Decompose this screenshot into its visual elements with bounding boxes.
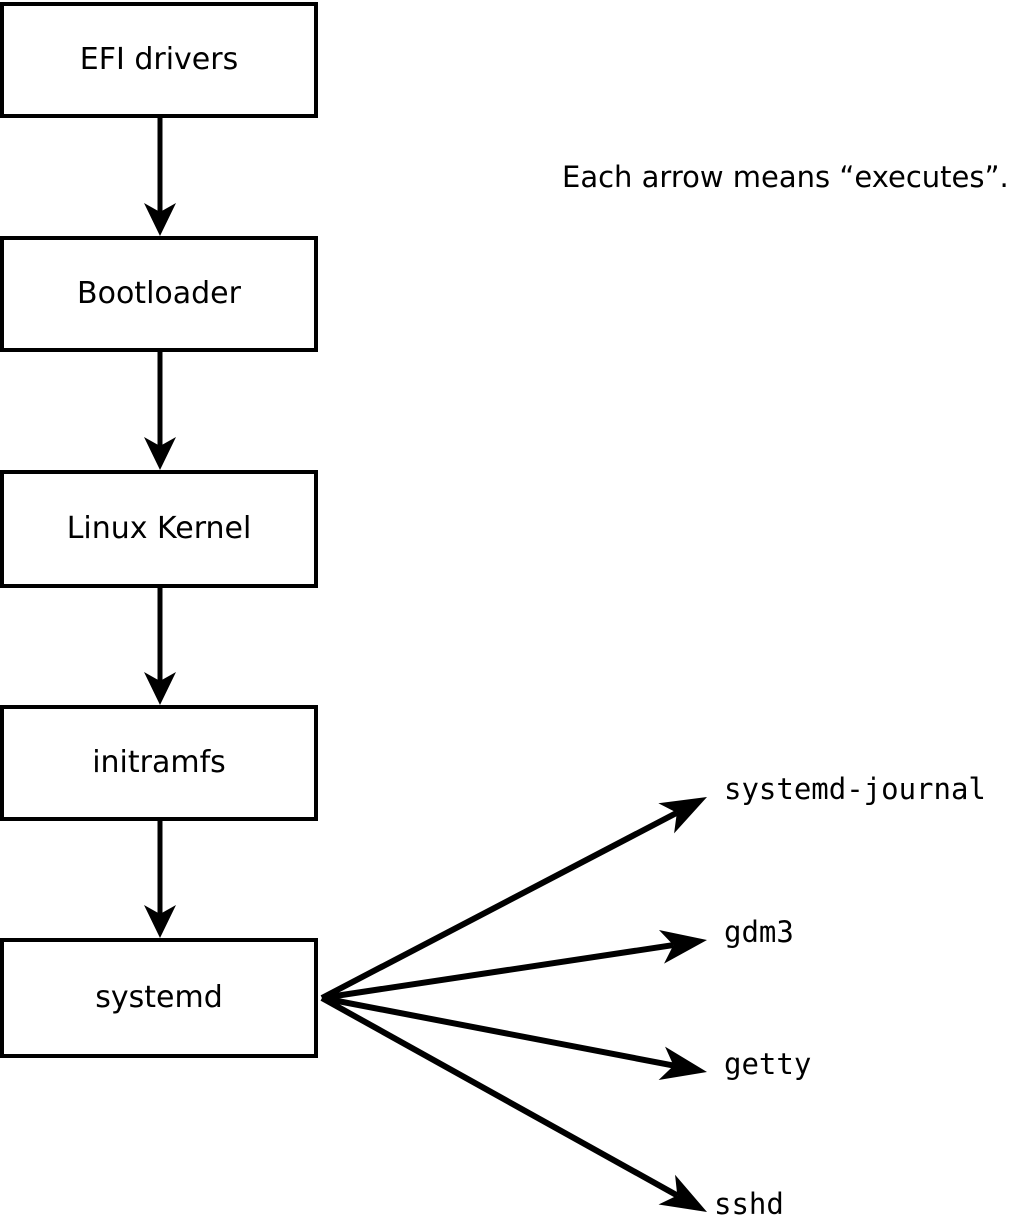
fan-arrow-systemd-to-systemd-journal-shaft	[320, 810, 679, 1001]
process-box-label: initramfs	[92, 745, 226, 780]
process-box-label: Linux Kernel	[66, 511, 252, 546]
service-label-getty[interactable]: getty	[724, 1047, 812, 1081]
process-box-label: EFI drivers	[79, 42, 239, 77]
chain-arrow-linux-kernel-to-initramfs-head	[144, 672, 176, 705]
chain-arrow-efi-drivers-to-bootloader-head	[144, 203, 176, 236]
fan-arrow-systemd-to-getty-head	[658, 1046, 707, 1081]
fan-arrow-systemd-to-gdm3-shaft	[321, 942, 674, 1001]
chain-arrow-bootloader-to-linux-kernel-head	[144, 437, 176, 470]
process-box-systemd[interactable]: systemd	[0, 938, 318, 1058]
process-box-label: systemd	[95, 980, 223, 1015]
fan-arrow-systemd-to-getty-shaft	[321, 995, 675, 1069]
fan-arrow-systemd-to-gdm3-head	[658, 930, 707, 964]
process-box-linux-kernel[interactable]: Linux Kernel	[0, 470, 318, 588]
fan-arrow-systemd-to-systemd-journal-head	[658, 797, 707, 834]
process-box-label: Bootloader	[77, 276, 241, 311]
diagram-caption: Each arrow means “executes”.	[562, 160, 1009, 194]
process-box-initramfs[interactable]: initramfs	[0, 705, 318, 821]
process-box-efi-drivers[interactable]: EFI drivers	[0, 2, 318, 118]
process-box-bootloader[interactable]: Bootloader	[0, 236, 318, 352]
service-label-sshd[interactable]: sshd	[714, 1187, 784, 1221]
service-label-systemd-journal[interactable]: systemd-journal	[724, 772, 986, 806]
fan-arrow-systemd-to-sshd-shaft	[320, 995, 679, 1199]
fan-arrow-systemd-to-sshd-head	[658, 1174, 707, 1212]
service-label-gdm3[interactable]: gdm3	[724, 915, 794, 949]
chain-arrow-initramfs-to-systemd-head	[144, 905, 176, 938]
